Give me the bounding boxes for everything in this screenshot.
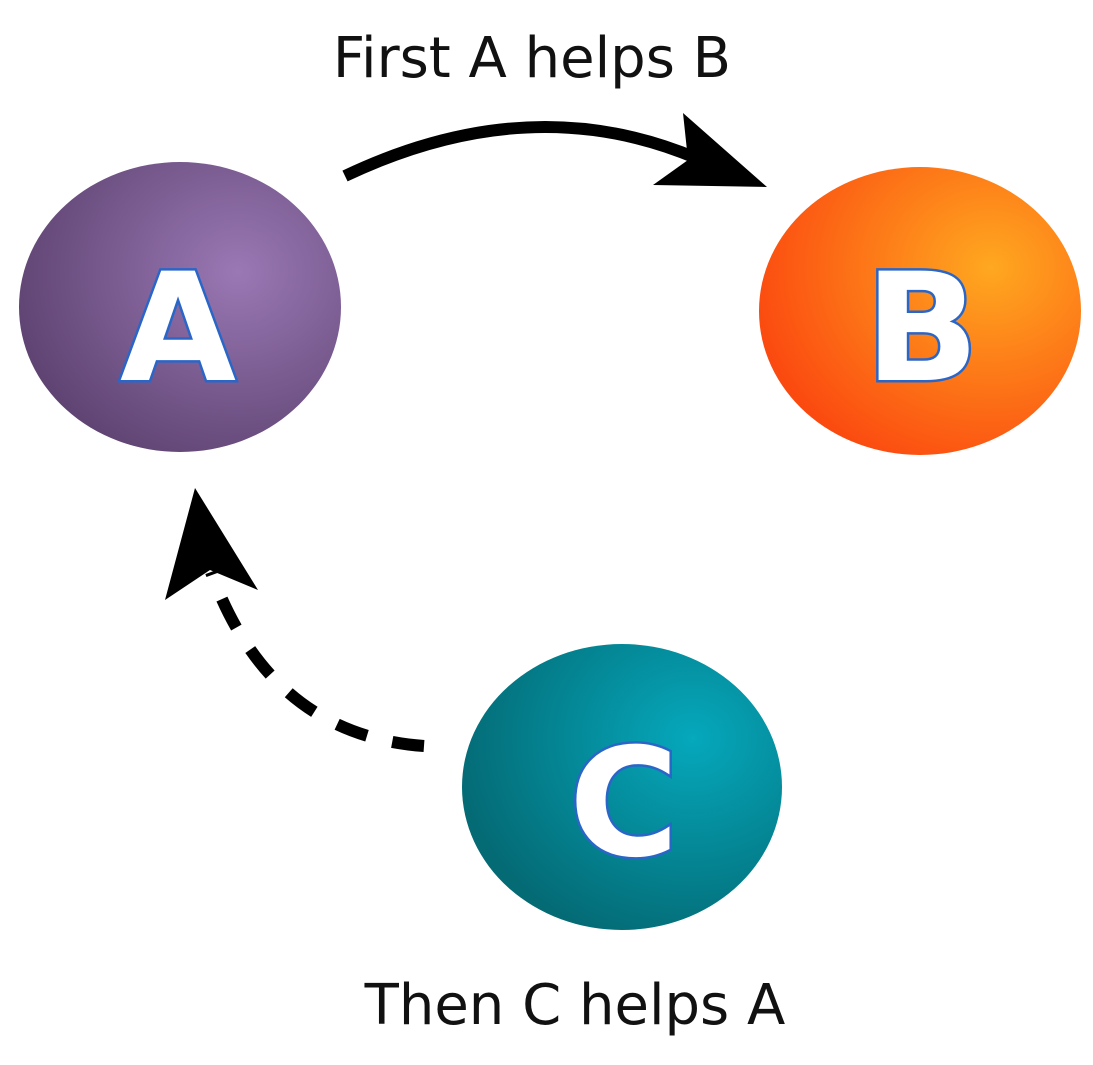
node-b-circle: [759, 167, 1081, 455]
arrowhead-a-to-b-icon: [653, 113, 767, 187]
edge-label-a-to-b: First A helps B: [333, 26, 731, 91]
node-c-label: C: [569, 717, 679, 891]
node-b-label: B: [865, 242, 979, 416]
node-c-circle: [462, 644, 782, 930]
arrow-a-to-b-line: [342, 120, 699, 182]
arrow-c-to-a-line: [205, 569, 425, 752]
node-c: C: [462, 644, 782, 930]
node-a-circle: [19, 162, 341, 452]
arrowhead-c-to-a-icon: [165, 488, 258, 600]
node-a-label: A: [120, 242, 236, 416]
edge-c-to-a: Then C helps A: [165, 488, 785, 1038]
node-b: B: [759, 167, 1081, 455]
edge-a-to-b: First A helps B: [333, 26, 767, 187]
edge-label-c-to-a: Then C helps A: [364, 973, 786, 1038]
node-a: A: [19, 162, 341, 452]
